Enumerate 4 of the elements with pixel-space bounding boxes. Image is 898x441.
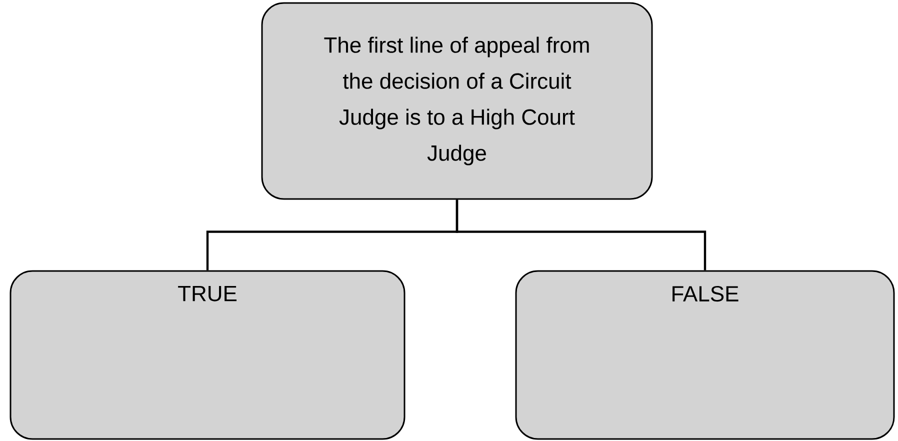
rounded-box: TRUE [10, 270, 406, 440]
connector [456, 200, 706, 270]
rounded-box: The first line of appeal from the decision of a Circuit Judge is to a High Court Judge [261, 2, 653, 200]
rounded-box: FALSE [515, 270, 895, 440]
